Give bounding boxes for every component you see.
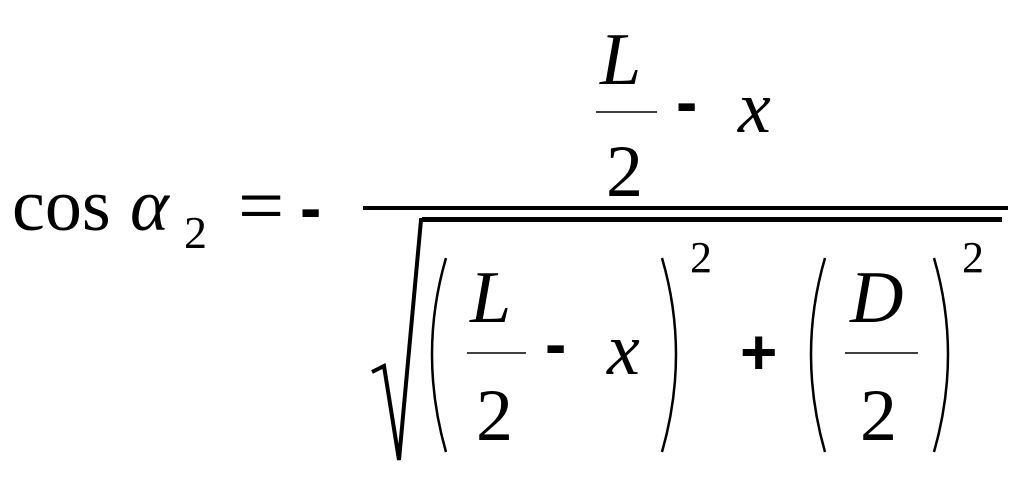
term1-x: x: [606, 309, 640, 391]
term2-left-paren: [809, 257, 827, 453]
equals-sign: =: [238, 160, 284, 251]
term1-2: 2: [476, 375, 513, 457]
leading-minus-sign: -: [300, 172, 321, 244]
term1-exponent: 2: [690, 233, 712, 282]
alpha-variable: α: [130, 165, 171, 247]
numerator-minus-sign: -: [676, 66, 697, 138]
term2-2: 2: [860, 375, 897, 457]
alpha-subscript: 2: [184, 207, 207, 258]
term1-left-paren: [430, 257, 448, 453]
term2-D: D: [849, 257, 903, 339]
plus-sign: +: [740, 316, 777, 388]
square-root-radical: [371, 218, 1002, 461]
numerator-2: 2: [606, 131, 643, 213]
numerator-x: x: [737, 67, 771, 149]
term2-exponent: 2: [962, 233, 984, 282]
term1-minus-sign: -: [545, 308, 566, 380]
cos-function: cos: [12, 165, 111, 247]
term2-right-paren: [932, 257, 950, 453]
term1-right-paren: [660, 257, 678, 453]
term1-L: L: [469, 257, 511, 339]
numerator-L: L: [599, 19, 641, 101]
